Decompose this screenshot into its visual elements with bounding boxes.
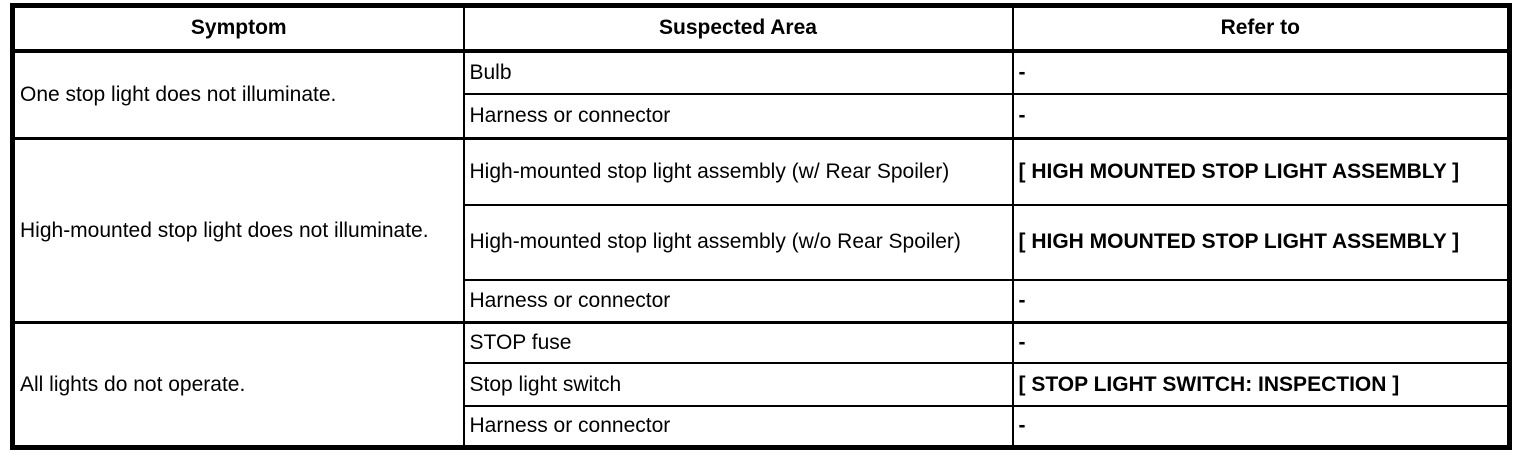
table-row: Harness or connector- bbox=[13, 92, 1511, 140]
suspected-area-cell: High-mounted stop light assembly (w/ Rea… bbox=[462, 137, 1014, 206]
table-row: All lights do not operate.STOP fuse- bbox=[11, 321, 1511, 449]
table-row: Stop light switch[ STOP LIGHT SWITCH: IN… bbox=[13, 362, 1511, 407]
refer-to-dash: - bbox=[1011, 321, 1511, 364]
table-row: Harness or connector- bbox=[13, 405, 1511, 449]
table-row: High-mounted stop light assembly (w/o Re… bbox=[13, 203, 1511, 281]
suspected-area-cell: Stop light switch bbox=[462, 362, 1014, 407]
table-row: Harness or connector- bbox=[13, 278, 1511, 324]
header-suspected-area: Suspected Area bbox=[462, 4, 1014, 53]
table-row: High-mounted stop light does not illumin… bbox=[11, 137, 1511, 324]
refer-to-dash: - bbox=[1011, 405, 1511, 449]
refer-to-dash: - bbox=[1011, 278, 1511, 324]
suspected-area-cell: High-mounted stop light assembly (w/o Re… bbox=[462, 203, 1014, 281]
header-refer-to: Refer to bbox=[1011, 4, 1511, 53]
refer-to-link[interactable]: [ HIGH MOUNTED STOP LIGHT ASSEMBLY ] bbox=[1011, 137, 1511, 206]
refer-to-link[interactable]: [ STOP LIGHT SWITCH: INSPECTION ] bbox=[1011, 362, 1511, 407]
suspected-area-cell: Harness or connector bbox=[462, 278, 1014, 324]
table-header: Symptom Suspected Area Refer to bbox=[11, 4, 1511, 53]
table-body: One stop light does not illuminate.Bulb-… bbox=[11, 49, 1511, 449]
header-symptom: Symptom bbox=[11, 4, 465, 53]
table-row: One stop light does not illuminate.Bulb- bbox=[11, 49, 1511, 140]
symptom-cell: All lights do not operate. bbox=[11, 321, 465, 449]
suspected-area-cell: Bulb bbox=[462, 49, 1014, 95]
refer-to-link[interactable]: [ HIGH MOUNTED STOP LIGHT ASSEMBLY ] bbox=[1011, 203, 1511, 281]
suspected-area-cell: STOP fuse bbox=[462, 321, 1014, 364]
suspected-area-cell: Harness or connector bbox=[462, 405, 1014, 449]
symptom-cell: High-mounted stop light does not illumin… bbox=[11, 137, 465, 324]
symptom-troubleshooting-table: Symptom Suspected Area Refer to One stop… bbox=[10, 3, 1512, 450]
refer-to-dash: - bbox=[1011, 49, 1511, 95]
refer-to-dash: - bbox=[1011, 92, 1511, 140]
suspected-area-cell: Harness or connector bbox=[462, 92, 1014, 140]
symptom-cell: One stop light does not illuminate. bbox=[11, 49, 465, 140]
header-row: Symptom Suspected Area Refer to bbox=[11, 4, 1511, 53]
